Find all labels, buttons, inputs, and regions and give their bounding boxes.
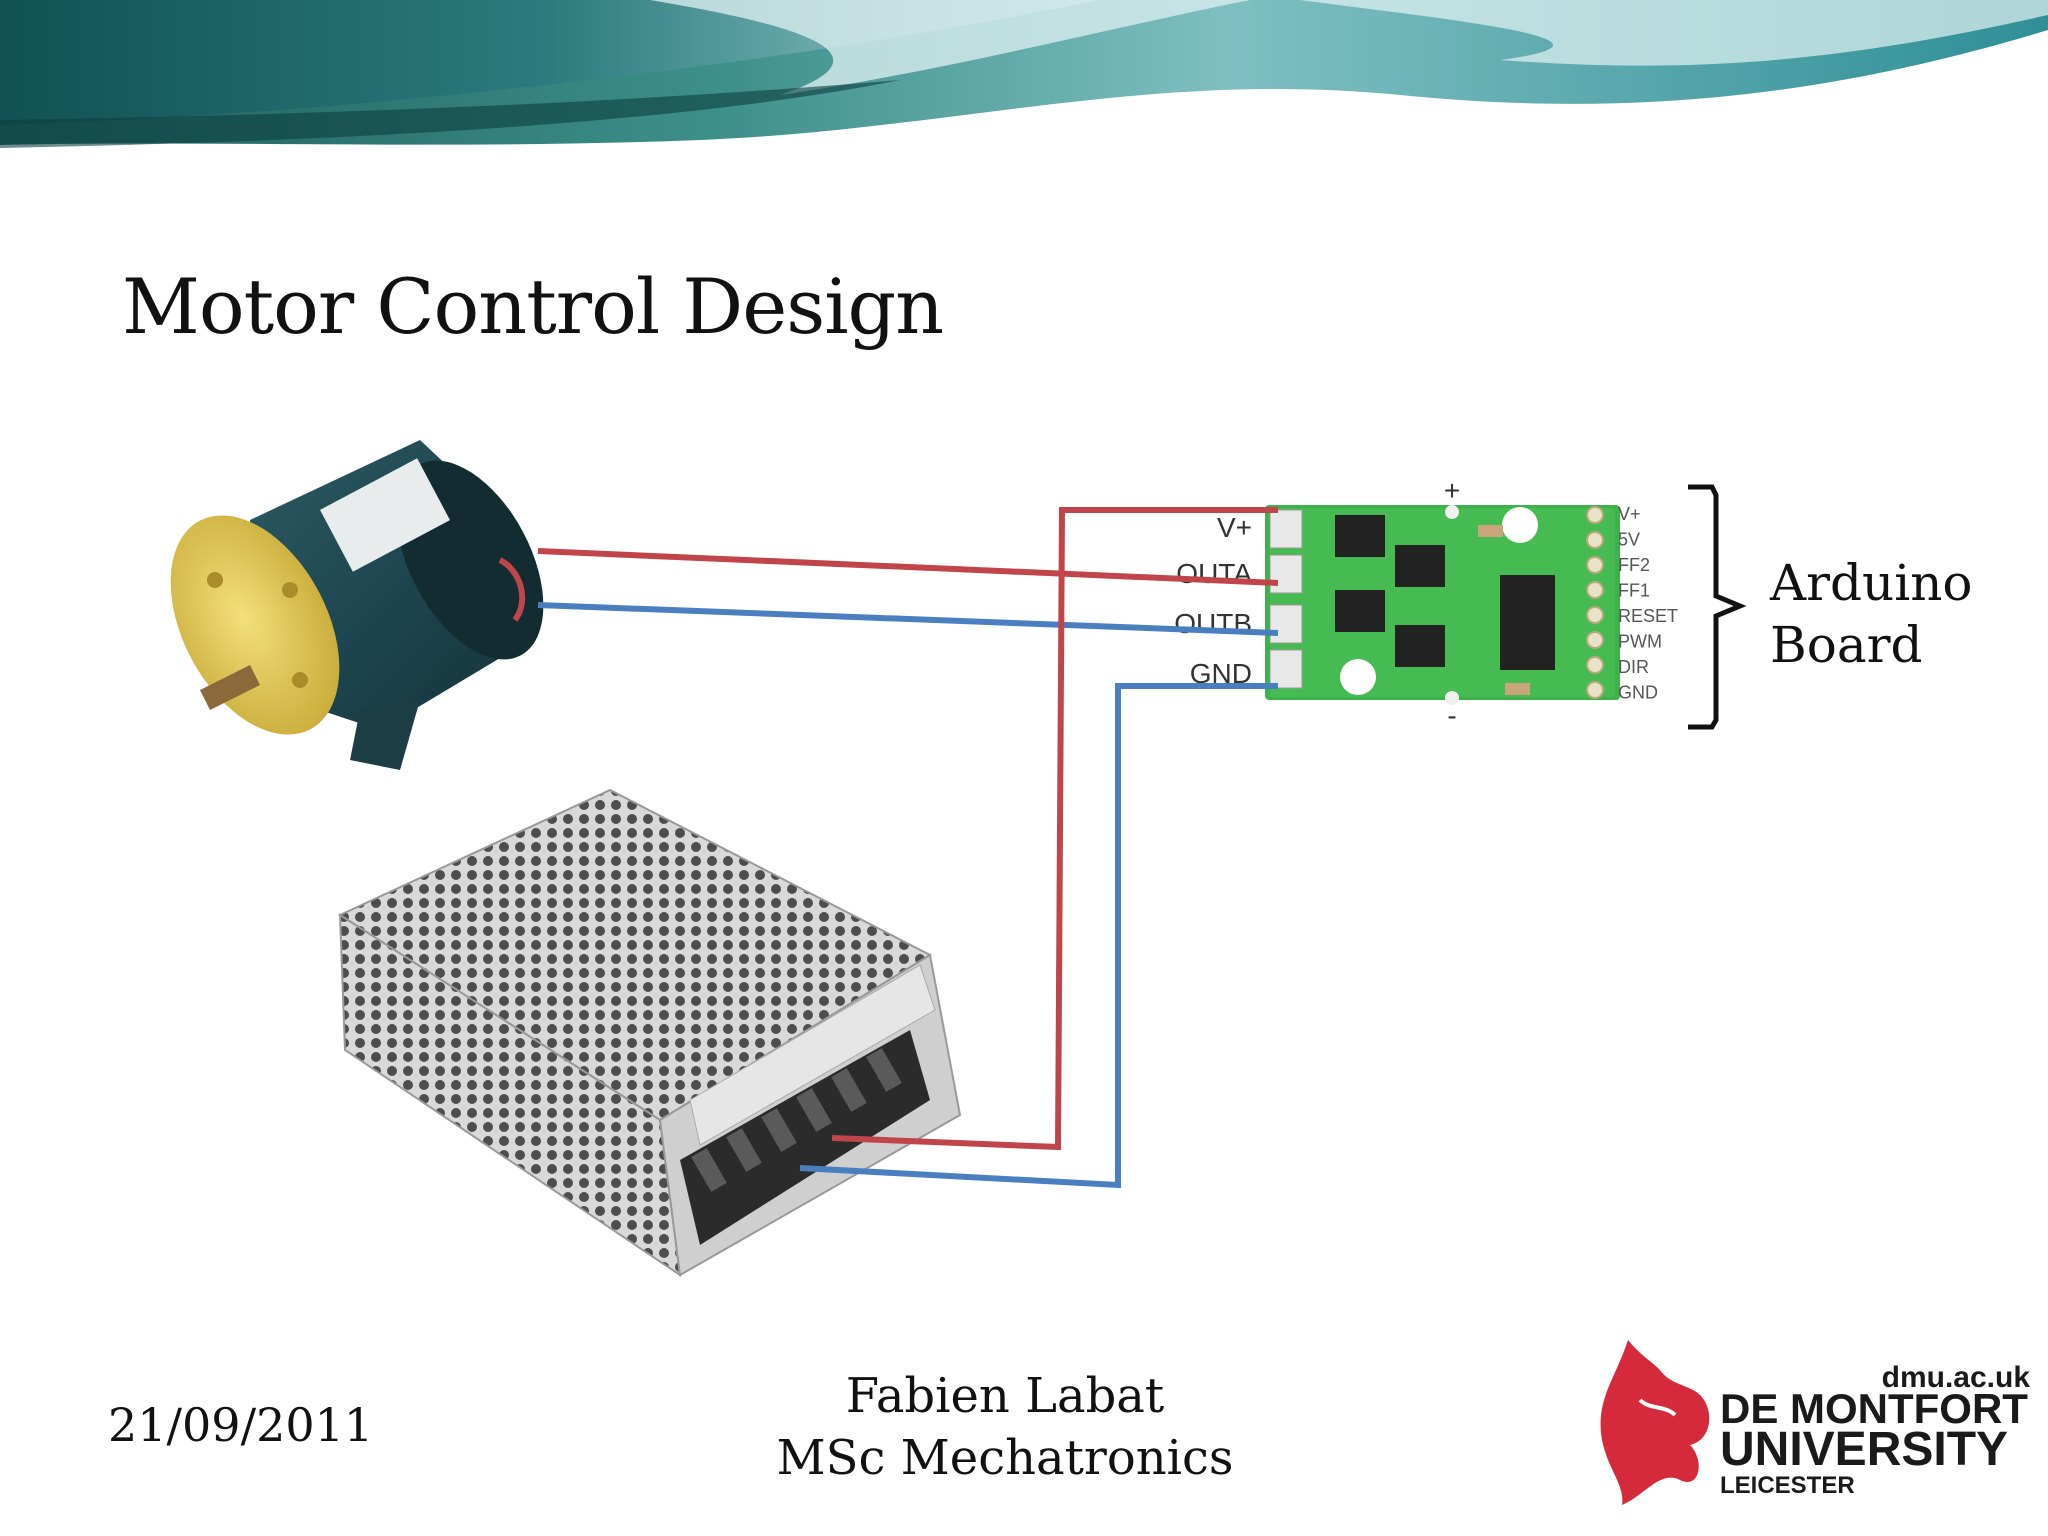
- driver-right-pin-label: RESET: [1618, 606, 1678, 626]
- driver-left-pin-label: V+: [1217, 512, 1252, 543]
- dmu-logo: dmu.ac.uk DE MONTFORT UNIVERSITY LEICEST…: [1600, 1340, 2031, 1505]
- driver-right-pin-label: FF2: [1618, 555, 1650, 575]
- driver-right-pin-label: DIR: [1618, 657, 1649, 677]
- header-swoosh-banner: [0, 0, 2048, 148]
- author-name: Fabien Labat: [845, 1368, 1165, 1424]
- dmu-line3: LEICESTER: [1720, 1472, 1855, 1499]
- driver-right-pin-label: GND: [1618, 683, 1658, 703]
- wire-psu-blue: [799, 683, 1278, 1189]
- dmu-line1: DE MONTFORT: [1720, 1385, 2028, 1432]
- slide-title: Motor Control Design: [122, 262, 944, 351]
- arduino-board-label: Arduino Board: [1770, 552, 1973, 676]
- driver-right-pin-label: FF1: [1618, 581, 1650, 601]
- driver-right-pin-label: 5V: [1618, 530, 1640, 550]
- wire-motor-red: [537, 548, 1279, 586]
- arduino-bracket: [1688, 484, 1747, 730]
- wiring: [537, 507, 1279, 1189]
- motor-driver-board-image: [1265, 505, 1620, 705]
- driver-right-pin-label: V+: [1618, 504, 1641, 524]
- wire-psu-red: [831, 507, 1278, 1151]
- dmu-line2: UNIVERSITY: [1720, 1423, 2008, 1476]
- wire-motor-blue: [537, 602, 1279, 636]
- arduino-label-line1: Arduino: [1770, 554, 1973, 612]
- arduino-label-line2: Board: [1770, 616, 1923, 674]
- dc-motor-image: [170, 440, 544, 770]
- driver-plus-mark: +: [1444, 475, 1460, 506]
- driver-right-pin-label: PWM: [1618, 632, 1662, 652]
- course-name: MSc Mechatronics: [776, 1430, 1234, 1486]
- slide-date: 21/09/2011: [108, 1398, 374, 1452]
- dmu-url: dmu.ac.uk: [1882, 1361, 2031, 1394]
- power-supply-image: [337, 788, 962, 1278]
- driver-minus-mark: -: [1447, 700, 1456, 731]
- slide-footer-author: Fabien Labat MSc Mechatronics: [760, 1365, 1250, 1489]
